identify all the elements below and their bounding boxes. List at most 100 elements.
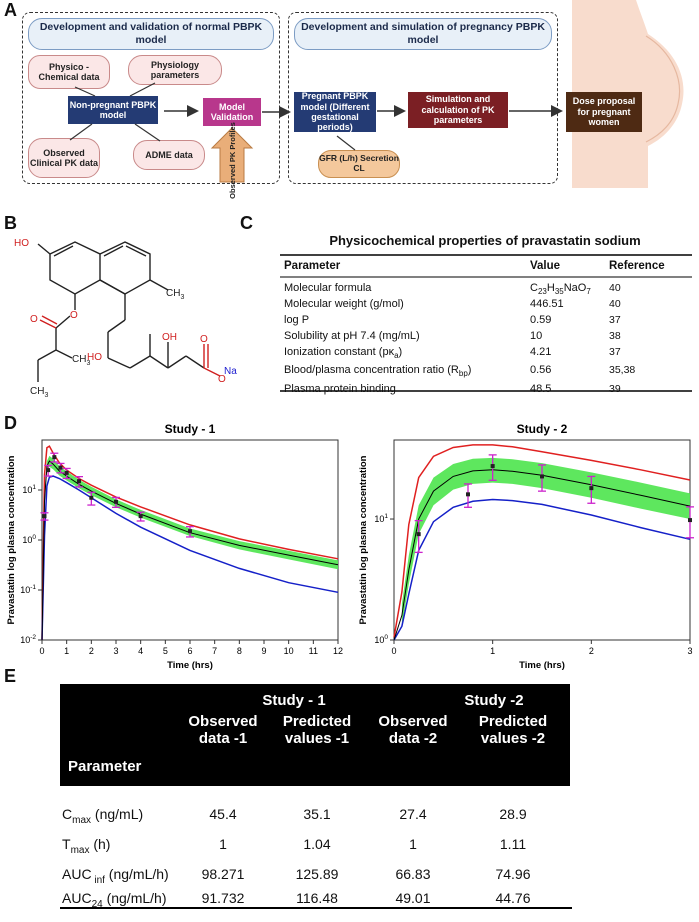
prop-reference: 40 [609,298,621,310]
pk-value: 125.89 [295,866,339,882]
pk-value: 49.01 [395,890,431,906]
prop-param: Blood/plasma concentration ratio (Rbp) [284,364,472,379]
y-tick-label: 10-1 [20,584,36,595]
series-line [393,444,691,638]
header-value: Value [530,260,561,272]
study1-header: Study - 1 [262,692,326,709]
pregnancy-pbpk-title: Development and simulation of pregnancy … [294,18,552,50]
x-tick-label: 10 [284,646,294,656]
atom-ho: HO [14,238,29,249]
ci-band [44,455,338,570]
prop-value: 0.56 [530,364,552,376]
prop-param: Plasma protein binding [284,383,396,395]
prop-param: log P [284,314,310,326]
panel-label-a: A [4,0,17,20]
x-tick-label: 11 [309,646,318,656]
normal-pbpk-title: Development and validation of normal PBP… [28,18,274,50]
panel-label-e: E [4,666,17,686]
x-tick-label: 12 [333,646,343,656]
atom-ch3-a: CH3 [166,288,184,301]
pravastatin-structure: HO CH3 OH HO O O O O Na CH3 CH3 [14,238,237,399]
x-tick-label: 2 [89,646,94,656]
pk-value: 66.83 [395,866,431,882]
prop-reference: 40 [609,282,621,294]
header-parameter: Parameter [284,260,341,272]
pk-table-header-bg [60,684,570,786]
adme-data-box: ADME data [133,140,205,170]
pk-param: AUC24 (ng/mL/h) [62,890,167,910]
observed-point [466,492,470,497]
observed-pk-label-wrap: Observed PK Profiles [224,122,240,199]
properties-rules [280,254,692,392]
x-tick-label: 2 [589,646,594,656]
belly-outline [645,35,681,143]
x-tick-label: 9 [261,646,266,656]
x-tick-label: 8 [237,646,242,656]
atom-o3: O [200,334,208,345]
prop-reference: 38 [609,330,621,342]
prop-param: Molecular weight (g/mol) [284,298,404,310]
atom-o4: O [218,374,226,385]
prop-value: C23H35NaO7 [530,282,591,297]
x-tick-label: 3 [687,646,692,656]
arrow-physiology [129,82,156,97]
pk-value: 35.1 [303,806,331,822]
pk-value: 116.48 [296,890,338,906]
study2-header: Study -2 [464,692,524,709]
atom-ch3-b: CH3 [72,354,90,367]
predicted1-header: Predicted values -1 [282,713,352,747]
observed-point [52,455,57,460]
x-tick-label: 0 [391,646,396,656]
observed-point [188,529,192,534]
physicochemical-data-box: Physico -Chemical data [28,55,110,89]
pk-value: 91.732 [201,890,245,906]
prop-reference: 39 [609,383,621,395]
gfr-secretion-box: GFR (L/h) Secretion CL [318,150,400,178]
pk-table-bottom-rule [60,907,572,909]
panel-label-c: C [240,213,253,233]
plot-area [41,439,339,641]
x-tick-label: 7 [212,646,217,656]
prop-reference: 37 [609,314,621,326]
observed-point [64,470,69,475]
prop-param: Ionization constant (pκa) [284,346,403,361]
y-axis-label: Pravastatin log plasma concentration [358,455,369,624]
arrow-physchem [74,86,96,97]
pk-value: 1 [409,836,417,852]
pk-param: Tmax (h) [62,836,111,856]
series-line [393,498,691,641]
x-tick-label: 1 [64,646,69,656]
observed-point [58,465,63,470]
observed-point [540,474,544,479]
prop-value: 4.21 [530,346,552,358]
x-tick-label: 5 [163,646,168,656]
pk-value: 28.9 [499,806,527,822]
arrow-adme [134,123,161,142]
prop-value: 48.5 [530,383,552,395]
y-tick-label: 101 [374,513,388,524]
pk-param: Cmax (ng/mL) [62,806,144,826]
pk-value: 45.4 [209,806,237,822]
prop-value: 446.51 [530,298,564,310]
parameter-header: Parameter [68,758,142,775]
non-pregnant-pbpk-box: Non-pregnant PBPK model [68,96,158,124]
observed1-header: Observed data -1 [188,713,258,747]
observed2-header: Observed data -2 [378,713,448,747]
y-axis-label: Pravastatin log plasma concentration [6,455,17,624]
series-line [41,475,339,641]
atom-o2: O [30,314,38,325]
observed-pk-arrow [210,127,254,183]
atom-ho2: HO [87,352,102,363]
atom-ch3-c: CH3 [30,386,48,399]
dose-proposal-box: Dose proposal for pregnant women [566,92,642,132]
observed-point [688,518,692,523]
model-validation-box: Model Validation [203,98,261,126]
observed-point [46,468,51,473]
y-tick-label: 101 [22,484,36,495]
pk-value: 1.11 [499,836,527,852]
arrow-gfr [336,135,356,151]
y-tick-label: 10-2 [20,634,36,645]
ring-left [49,241,101,295]
